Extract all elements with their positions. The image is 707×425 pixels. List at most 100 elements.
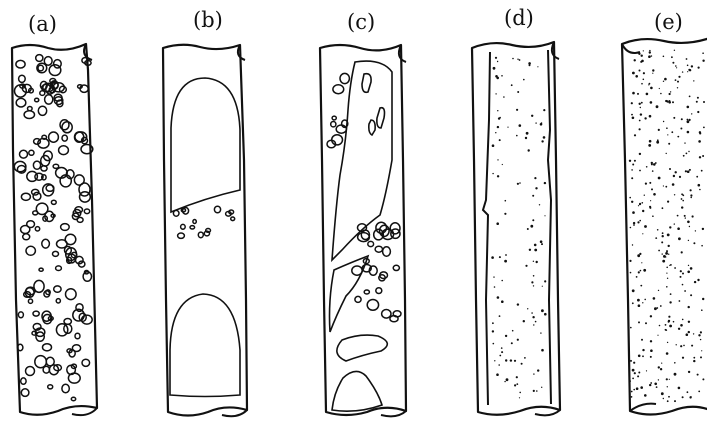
droplet: [643, 72, 645, 74]
droplet: [702, 155, 704, 157]
droplet: [632, 369, 635, 372]
droplet: [531, 281, 533, 283]
droplet: [687, 170, 690, 173]
droplet: [672, 62, 674, 64]
droplet: [665, 324, 667, 326]
droplet: [630, 272, 632, 274]
droplet: [640, 285, 642, 287]
droplet: [690, 267, 693, 270]
droplet: [540, 332, 541, 333]
droplet: [668, 396, 670, 398]
droplet: [650, 349, 653, 352]
droplet: [499, 355, 501, 357]
droplet: [667, 400, 669, 402]
droplet: [638, 271, 640, 273]
droplet: [702, 52, 704, 54]
droplet: [677, 136, 679, 138]
droplet: [650, 382, 652, 384]
droplet: [673, 321, 675, 323]
droplet: [695, 230, 696, 231]
droplet: [497, 159, 498, 160]
droplet: [659, 88, 660, 89]
droplet: [541, 309, 544, 312]
droplet: [660, 305, 662, 307]
droplet: [687, 131, 690, 134]
droplet: [494, 360, 495, 361]
droplet: [523, 320, 525, 322]
droplet: [649, 140, 652, 143]
droplet: [669, 301, 671, 303]
droplet: [662, 232, 664, 234]
droplet: [639, 70, 641, 72]
droplet: [669, 325, 672, 328]
droplet: [644, 299, 646, 301]
droplet: [668, 245, 670, 247]
droplet: [645, 183, 647, 185]
droplet: [702, 60, 704, 62]
droplet: [648, 144, 651, 147]
droplet: [673, 117, 675, 119]
droplet: [666, 153, 667, 154]
droplet: [678, 387, 681, 390]
panel-label-c: (c): [347, 10, 375, 34]
droplet: [703, 101, 705, 103]
droplet: [499, 139, 501, 141]
droplet: [640, 386, 643, 389]
droplet: [669, 168, 671, 170]
droplet: [670, 293, 672, 295]
droplet: [642, 355, 644, 357]
droplet: [677, 215, 679, 217]
droplet: [505, 359, 507, 361]
droplet: [701, 245, 703, 247]
droplet: [519, 124, 522, 127]
droplet: [652, 69, 654, 71]
droplet: [638, 304, 641, 307]
droplet: [505, 335, 507, 337]
droplet: [685, 217, 686, 218]
droplet: [693, 357, 695, 359]
droplet: [504, 213, 506, 215]
droplet: [544, 280, 546, 282]
droplet: [687, 271, 690, 274]
droplet: [543, 136, 546, 139]
droplet: [544, 182, 546, 184]
droplet: [637, 375, 639, 377]
droplet: [663, 255, 666, 258]
droplet: [690, 197, 692, 199]
droplet: [539, 204, 540, 205]
droplet: [493, 343, 495, 345]
droplet: [682, 71, 683, 72]
droplet: [511, 342, 513, 344]
droplet: [639, 103, 641, 105]
droplet: [638, 205, 639, 206]
droplet: [495, 93, 496, 94]
droplet: [675, 65, 677, 67]
droplet: [663, 185, 664, 186]
droplet: [526, 132, 529, 135]
droplet: [652, 73, 653, 74]
droplet: [492, 330, 494, 332]
droplet: [650, 315, 652, 317]
droplet: [674, 267, 676, 269]
droplet: [649, 206, 651, 208]
droplet: [517, 303, 519, 305]
droplet: [524, 357, 526, 359]
droplet: [663, 398, 664, 399]
droplet: [662, 253, 663, 254]
droplet: [651, 188, 653, 190]
droplet: [690, 189, 692, 191]
droplet: [633, 222, 635, 224]
droplet: [530, 225, 533, 228]
droplet: [683, 345, 685, 347]
tube-b-slug: [163, 45, 247, 417]
droplet: [681, 251, 683, 253]
droplet: [701, 309, 703, 311]
droplet: [634, 134, 636, 136]
droplet: [646, 93, 649, 96]
droplet: [675, 171, 677, 173]
droplet: [677, 81, 679, 83]
droplet: [496, 222, 499, 225]
panel-label-a: (a): [28, 12, 57, 36]
droplet: [517, 59, 518, 60]
